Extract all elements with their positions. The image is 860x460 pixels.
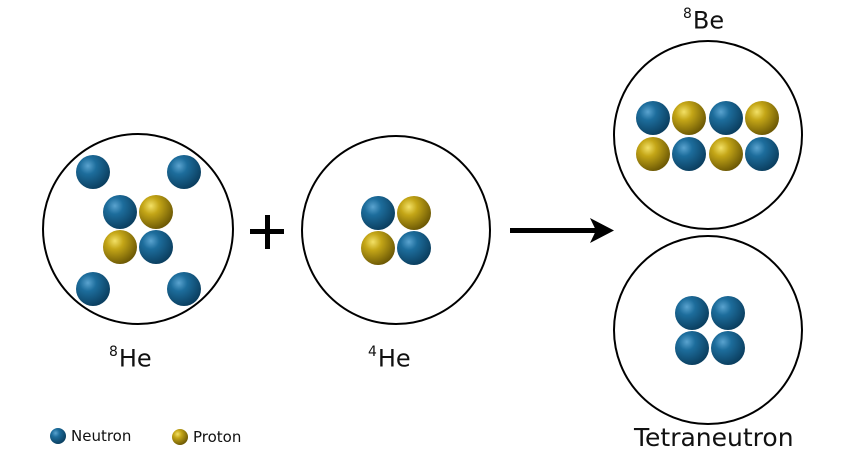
he4-nucleus (301, 135, 491, 325)
he4-mass-number: 4 (368, 344, 377, 360)
neutron-icon (167, 272, 201, 306)
he4-label: 4He (368, 344, 411, 372)
neutron-icon (167, 155, 201, 189)
legend-neutron-label: Neutron (71, 427, 132, 445)
tetraneutron-nucleus (613, 235, 803, 425)
be8-nucleus (613, 40, 803, 230)
neutron-icon (675, 296, 709, 330)
be8-symbol: Be (692, 6, 725, 35)
plus-icon (250, 215, 284, 249)
proton-icon (745, 101, 779, 135)
neutron-icon (636, 101, 670, 135)
be8-mass-number: 8 (683, 6, 692, 22)
neutron-icon (76, 272, 110, 306)
tetraneutron-label: Tetraneutron (634, 423, 794, 452)
he4-boundary (301, 135, 491, 325)
neutron-icon (103, 195, 137, 229)
proton-icon (397, 196, 431, 230)
legend-proton-label: Proton (193, 428, 242, 446)
he8-symbol: He (118, 344, 152, 373)
neutron-icon (139, 230, 173, 264)
proton-icon (361, 231, 395, 265)
be8-boundary (613, 40, 803, 230)
proton-icon (709, 137, 743, 171)
neutron-icon (709, 101, 743, 135)
neutron-icon (361, 196, 395, 230)
he8-mass-number: 8 (109, 344, 118, 360)
neutron-icon (672, 137, 706, 171)
he8-boundary (42, 133, 234, 325)
neutron-icon (745, 137, 779, 171)
proton-icon (672, 101, 706, 135)
neutron-icon (711, 296, 745, 330)
tetraneutron-boundary (613, 235, 803, 425)
neutron-icon (711, 331, 745, 365)
legend-neutron-icon (50, 428, 66, 444)
he4-symbol: He (377, 344, 411, 373)
legend-proton-icon (172, 429, 188, 445)
neutron-icon (675, 331, 709, 365)
be8-label: 8Be (683, 6, 724, 34)
neutron-icon (76, 155, 110, 189)
right-arrow-icon (510, 218, 614, 243)
he8-nucleus (42, 133, 234, 325)
he8-label: 8He (109, 344, 152, 372)
proton-icon (139, 195, 173, 229)
proton-icon (103, 230, 137, 264)
neutron-icon (397, 231, 431, 265)
proton-icon (636, 137, 670, 171)
